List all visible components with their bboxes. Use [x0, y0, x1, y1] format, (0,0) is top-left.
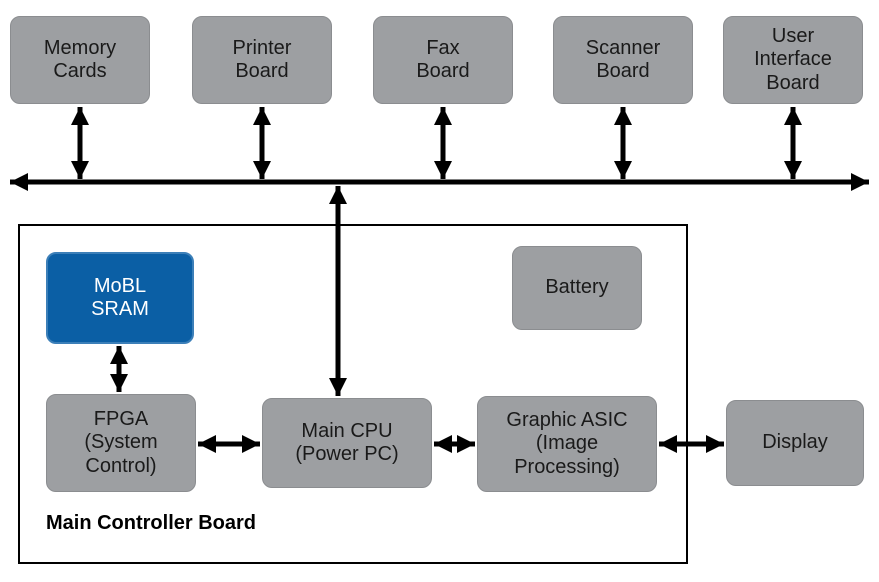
- main-controller-board-label: Main Controller Board: [46, 512, 257, 534]
- graphic-asic-box: Graphic ASIC (Image Processing): [477, 396, 657, 492]
- fpga-box: FPGA (System Control): [46, 394, 196, 492]
- mobl-sram-box: MoBL SRAM: [46, 252, 194, 344]
- main-cpu-box: Main CPU (Power PC): [262, 398, 432, 488]
- fax-board-box: Fax Board: [373, 16, 513, 104]
- user-interface-board-box: User Interface Board: [723, 16, 863, 104]
- main-controller-board-outline: [18, 224, 688, 564]
- memory-cards-box: Memory Cards: [10, 16, 150, 104]
- battery-box: Battery: [512, 246, 642, 330]
- printer-board-box: Printer Board: [192, 16, 332, 104]
- scanner-board-box: Scanner Board: [553, 16, 693, 104]
- display-box: Display: [726, 400, 864, 486]
